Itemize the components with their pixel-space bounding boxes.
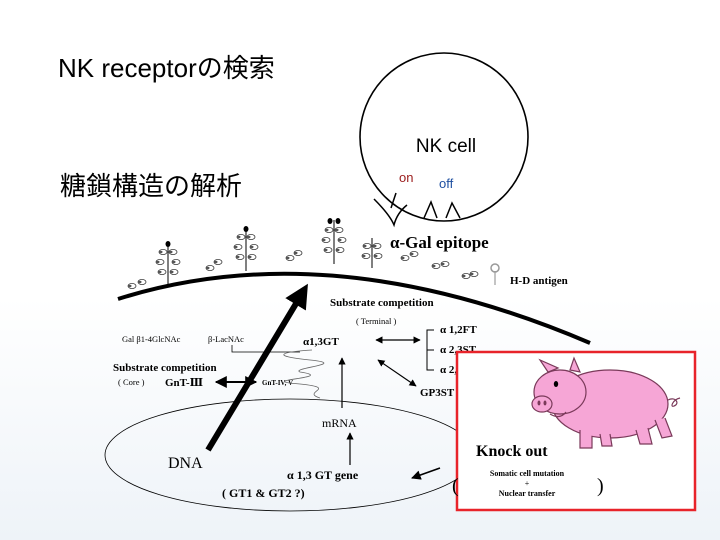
gnt45-label: GnT-IV, V	[262, 379, 293, 387]
glycan-tree-icon	[155, 241, 181, 286]
lacnac-connector	[231, 345, 300, 353]
core-label: ( Core )	[118, 377, 145, 387]
glycan-tree-icon	[361, 238, 383, 268]
glycan-trees	[127, 218, 500, 290]
gal-b14glcnac-label: Gal β1-4GlcNAc	[122, 334, 181, 344]
knockout-arrow	[411, 467, 441, 480]
b-lacnac-label: β-LacNAc	[208, 334, 244, 344]
alpha13gt-label: α1,3GT	[303, 336, 339, 348]
substrate-competition-core-label: Substrate competition	[113, 362, 217, 374]
gt1-gt2-label: ( GT1 & GT2 ?)	[222, 486, 305, 500]
knockout-paren-open: (	[452, 475, 459, 497]
knockout-title: Knock out	[476, 443, 548, 460]
dna-label: DNA	[168, 455, 203, 472]
alpha13gt-gene-label: α 1,3 GT gene	[287, 468, 359, 482]
slide-title: NK receptorの検索	[58, 53, 275, 83]
glycan-tree-icon	[321, 218, 347, 264]
plus-label: +	[525, 479, 530, 488]
substrate-competition-terminal-label: Substrate competition	[330, 297, 434, 309]
somatic-cell-mutation-label: Somatic cell mutation	[490, 469, 565, 478]
nk-on-label: on	[399, 170, 413, 185]
cell-membrane	[117, 271, 591, 345]
nk-cell-label: NK cell	[416, 136, 476, 157]
gnt3-label: GnT-Ⅲ	[165, 377, 203, 389]
golgi-wave	[283, 349, 325, 399]
terminal-label: ( Terminal )	[356, 316, 396, 326]
knockout-paren-close: )	[597, 475, 604, 497]
nk-cell: NK cell on off α-Gal epitope	[359, 52, 529, 252]
alpha-gal-epitope-label: α-Gal epitope	[390, 233, 489, 252]
dna-to-membrane-arrow	[205, 283, 308, 452]
hd-antigen-label: H-D antigen	[510, 275, 568, 287]
pig-illustration	[531, 356, 681, 449]
slide-subtitle: 糖鎖構造の解析	[60, 171, 243, 201]
nk-off-label: off	[439, 176, 454, 191]
glycan-tree-icon	[233, 226, 259, 271]
alpha12ft-label: α 1,2FT	[440, 324, 477, 336]
gp3st-label: GP3ST	[420, 387, 455, 399]
activating-receptor-icon	[373, 192, 408, 228]
mrna-label: mRNA	[322, 416, 357, 430]
pig-tail	[667, 397, 681, 407]
gp3st-arrow	[377, 359, 417, 387]
enzyme-bracket	[426, 329, 434, 371]
hd-antigen-icon	[490, 263, 500, 285]
nuclear-transfer-label: Nuclear transfer	[499, 489, 556, 498]
inhibitory-receptor-icon	[423, 200, 461, 219]
